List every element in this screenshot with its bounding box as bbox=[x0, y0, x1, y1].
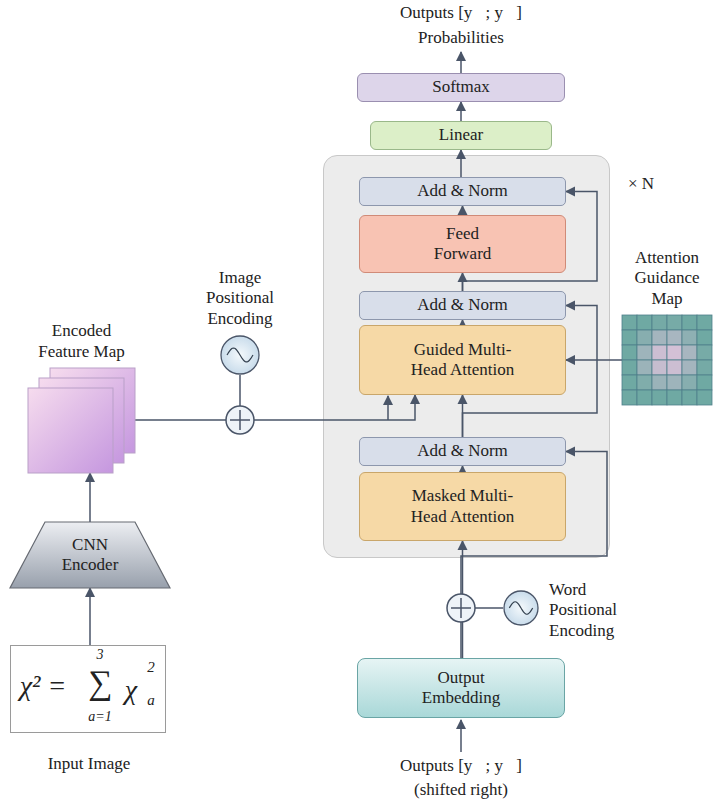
formula-glyph: a bbox=[147, 692, 155, 709]
attention-box: Masked Multi-Head Attention bbox=[359, 472, 566, 541]
flow-arrow bbox=[566, 359, 622, 361]
flow-arrow bbox=[460, 150, 462, 177]
adder-symbol bbox=[226, 406, 254, 434]
attention-guidance-grid-outline bbox=[622, 315, 712, 405]
formula-glyph: χ² = bbox=[20, 670, 67, 702]
box-label: Masked Multi-Head Attention bbox=[408, 486, 518, 527]
formula-glyph: ∑ bbox=[88, 664, 112, 702]
flow-arrow bbox=[460, 102, 462, 121]
positional-encoding-circle-outline bbox=[220, 335, 260, 375]
feature-map-stack-outline bbox=[28, 368, 135, 473]
embedding-box: Output Embedding bbox=[357, 658, 565, 718]
io-caption: Outputs [y⃗; y⃖] bbox=[400, 756, 522, 776]
feature-map-stack: Encoded Feature Map bbox=[28, 368, 135, 473]
positional-encoding-circle: Word Positional Encoding bbox=[503, 590, 539, 626]
box-label: Linear bbox=[439, 125, 483, 145]
formula-glyph: 2 bbox=[147, 659, 155, 676]
node-heading: Encoded Feature Map bbox=[27, 321, 137, 362]
linear-box: Linear bbox=[370, 121, 552, 150]
add-norm-box: Add & Norm bbox=[359, 437, 566, 466]
key-arrow bbox=[387, 396, 389, 420]
attention-guidance-grid: Attention Guidance Map bbox=[622, 315, 712, 405]
box-label: Feed Forward bbox=[423, 224, 503, 265]
positional-encoding-circle-outline bbox=[503, 590, 539, 626]
node-heading: × N bbox=[621, 174, 661, 194]
softmax-box: Softmax bbox=[357, 73, 565, 102]
flow-arrow bbox=[89, 588, 91, 645]
positional-encoding-circle: Image Positional Encoding bbox=[220, 335, 260, 375]
formula-glyph: 3 bbox=[97, 647, 104, 663]
node-heading: Input Image bbox=[24, 754, 154, 774]
io-caption: Outputs [y⃗; y⃖] bbox=[400, 3, 522, 23]
box-label: Add & Norm bbox=[417, 441, 508, 461]
input-arrow bbox=[460, 720, 462, 752]
node-heading: Attention Guidance Map bbox=[623, 248, 711, 309]
output-arrow bbox=[460, 52, 462, 73]
node-heading: Image Positional Encoding bbox=[193, 268, 288, 329]
cnn-encoder: CNN Encoder bbox=[10, 522, 170, 588]
io-caption: (shifted right) bbox=[414, 780, 508, 800]
box-label: Softmax bbox=[432, 77, 490, 97]
attention-box: Guided Multi-Head Attention bbox=[359, 325, 566, 395]
io-caption: Probabilities bbox=[418, 28, 504, 48]
feed-forward-box: Feed Forward bbox=[359, 215, 566, 273]
formula-glyph: χ bbox=[125, 674, 137, 706]
box-label: Add & Norm bbox=[417, 295, 508, 315]
decoder-block: × NAdd & NormFeed ForwardAdd & NormGuide… bbox=[323, 155, 610, 558]
flow-arrow bbox=[89, 473, 91, 522]
adder-symbol bbox=[447, 594, 475, 622]
flow-arrow bbox=[462, 206, 464, 215]
formula-glyph: a=1 bbox=[88, 709, 111, 725]
box-label: Guided Multi-Head Attention bbox=[408, 340, 518, 381]
image-encoding-wire bbox=[239, 375, 241, 406]
box-label: Output Embedding bbox=[406, 668, 516, 709]
add-norm-box: Add & Norm bbox=[359, 177, 566, 206]
box-label: CNN Encoder bbox=[50, 535, 130, 576]
add-norm-box: Add & Norm bbox=[359, 291, 566, 320]
word-encoding-wire bbox=[475, 607, 503, 609]
box-label: Add & Norm bbox=[417, 181, 508, 201]
node-heading: Word Positional Encoding bbox=[549, 580, 644, 641]
